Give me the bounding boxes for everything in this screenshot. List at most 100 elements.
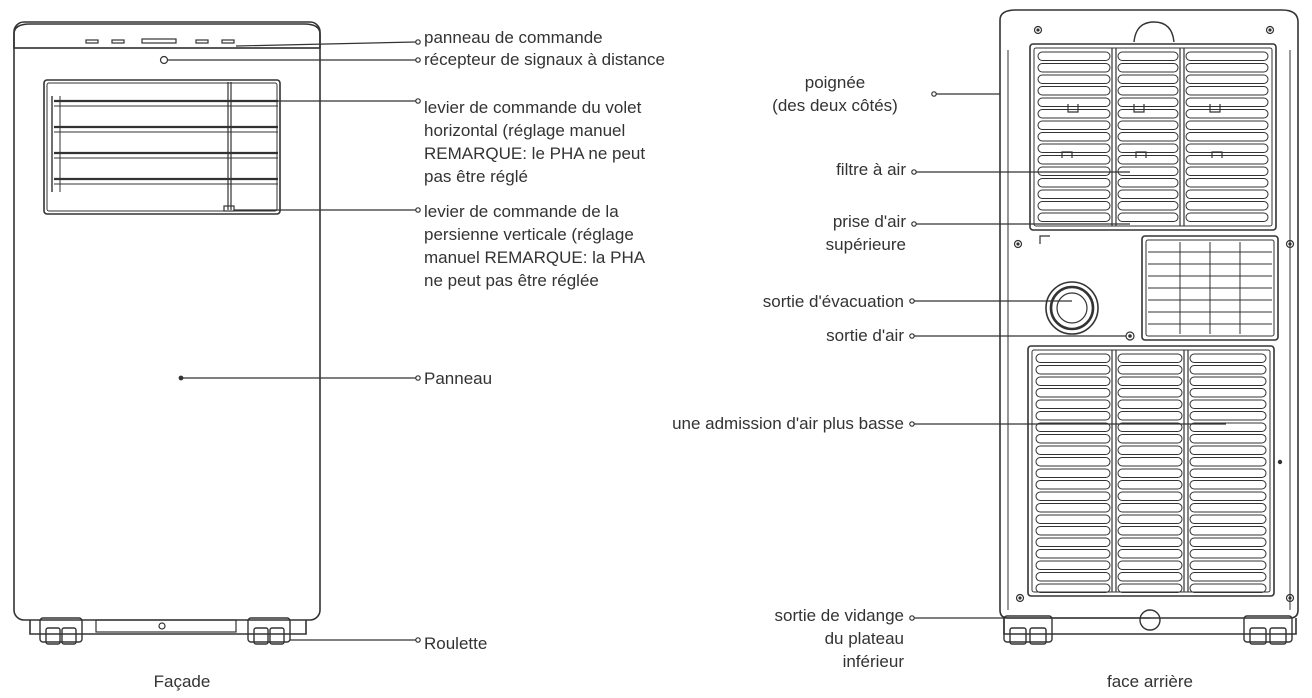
grille-slat (1037, 86, 1111, 96)
grille-slat (1189, 572, 1267, 582)
grille-slat (1189, 491, 1267, 501)
label-drain-outlet: sortie de vidange du plateau inférieur (660, 604, 904, 673)
label-drain-outlet-line-1: sortie de vidange (774, 606, 904, 625)
label-vertical-louver-line-3: manuel REMARQUE: la PHA (424, 248, 646, 267)
grille-slat (1037, 74, 1111, 84)
grille-slat (1117, 376, 1183, 386)
grille-slat (1185, 74, 1269, 84)
grille-slat (1117, 514, 1183, 524)
caption-front: Façade (153, 672, 211, 691)
grille-slat (1037, 132, 1111, 142)
label-horizontal-louver-line-3: REMARQUE: le PHA ne peut (424, 144, 646, 163)
label-drain-outlet-line-2: du plateau (824, 629, 904, 648)
horizontal-louvers (51, 96, 278, 192)
grille-slat (1117, 120, 1179, 130)
front-unit (13, 21, 321, 645)
grille-slat (1117, 572, 1183, 582)
grille-slat (1117, 51, 1179, 61)
grille-slat (1189, 583, 1267, 593)
label-horizontal-louver-line-4: pas être réglé (424, 167, 528, 186)
grille-slat (1037, 51, 1111, 61)
grille-slat (1185, 212, 1269, 222)
grille-slat (1185, 155, 1269, 165)
grille-slat (1117, 549, 1183, 559)
drain-outlet (1139, 609, 1161, 631)
label-handle-line-1: poignée (804, 73, 866, 92)
label-handle: poignée (des deux côtés) (722, 71, 948, 117)
grille-slat (1185, 51, 1269, 61)
grille-slat (1185, 132, 1269, 142)
label-panel: Panneau (424, 369, 493, 388)
grille-slat (1117, 491, 1183, 501)
label-drain-outlet-line-3: inférieur (842, 652, 904, 671)
back-base (1003, 618, 1297, 635)
upper-filter-grille (1029, 43, 1277, 231)
grille-slat (1037, 143, 1111, 153)
grille-slat (1117, 434, 1183, 444)
grille-slat (1035, 457, 1111, 467)
grille-slat (1035, 422, 1111, 432)
grille-slat (1035, 503, 1111, 513)
grille-slat (1035, 491, 1111, 501)
label-horizontal-louver-line-2: horizontal (réglage manuel (424, 121, 626, 140)
grille-slat (1037, 178, 1111, 188)
grille-slat (1189, 549, 1267, 559)
grille-slat (1117, 132, 1179, 142)
grille-slat (1035, 411, 1111, 421)
grille-slat (1035, 480, 1111, 490)
grille-slat (1117, 583, 1183, 593)
grille-slat (1037, 189, 1111, 199)
control-panel-buttons (85, 38, 235, 44)
grille-slat (1185, 143, 1269, 153)
grille-slat (1117, 201, 1179, 211)
grille-slat (1035, 514, 1111, 524)
grille-slat (1117, 422, 1183, 432)
grille-slat (1189, 376, 1267, 386)
grille-slat (1189, 353, 1267, 363)
label-remote-receiver: récepteur de signaux à distance (424, 50, 665, 69)
label-vertical-louver-line-4: ne peut pas être réglée (424, 271, 599, 290)
grille-slat (1117, 63, 1179, 73)
grille-slat (1037, 120, 1111, 130)
grille-slat (1185, 166, 1269, 176)
grille-slat (1035, 445, 1111, 455)
grille-slat (1185, 63, 1269, 73)
grille-slat (1189, 526, 1267, 536)
grille-slat (1185, 189, 1269, 199)
grille-slat (1189, 445, 1267, 455)
louver-window (43, 79, 281, 215)
grille-slat (1117, 411, 1183, 421)
grille-slat (1189, 514, 1267, 524)
grille-slat (1189, 457, 1267, 467)
grille-slat (1117, 212, 1179, 222)
grille-slat (1117, 155, 1179, 165)
grille-slat (1117, 457, 1183, 467)
grille-slat (1117, 178, 1179, 188)
grille-slat (1035, 388, 1111, 398)
grille-slat (1035, 572, 1111, 582)
grille-slat (1189, 468, 1267, 478)
grille-slat (1117, 526, 1183, 536)
grille-slat (1117, 480, 1183, 490)
grille-slat (1037, 155, 1111, 165)
grille-slat (1189, 503, 1267, 513)
back-leader-lines (914, 93, 1226, 619)
label-handle-line-2: (des deux côtés) (772, 96, 898, 115)
label-upper-intake-line-1: prise d'air (832, 212, 906, 231)
label-horizontal-louver-line-1: levier de commande du volet (424, 98, 642, 117)
grille-slat (1117, 166, 1179, 176)
label-exhaust-outlet: sortie d'évacuation (762, 292, 904, 311)
grille-slat (1037, 201, 1111, 211)
panel-dot (178, 375, 184, 381)
grille-slat (1117, 86, 1179, 96)
grille-slat (1035, 353, 1111, 363)
front-casters (39, 617, 291, 645)
grille-slat (1117, 353, 1183, 363)
grille-slat (1035, 434, 1111, 444)
label-air-filter: filtre à air (836, 160, 906, 179)
grille-slat (1035, 537, 1111, 547)
grille-slat (1185, 86, 1269, 96)
grille-slat (1035, 526, 1111, 536)
label-horizontal-louver: levier de commande du volet horizontal (… (424, 96, 645, 188)
